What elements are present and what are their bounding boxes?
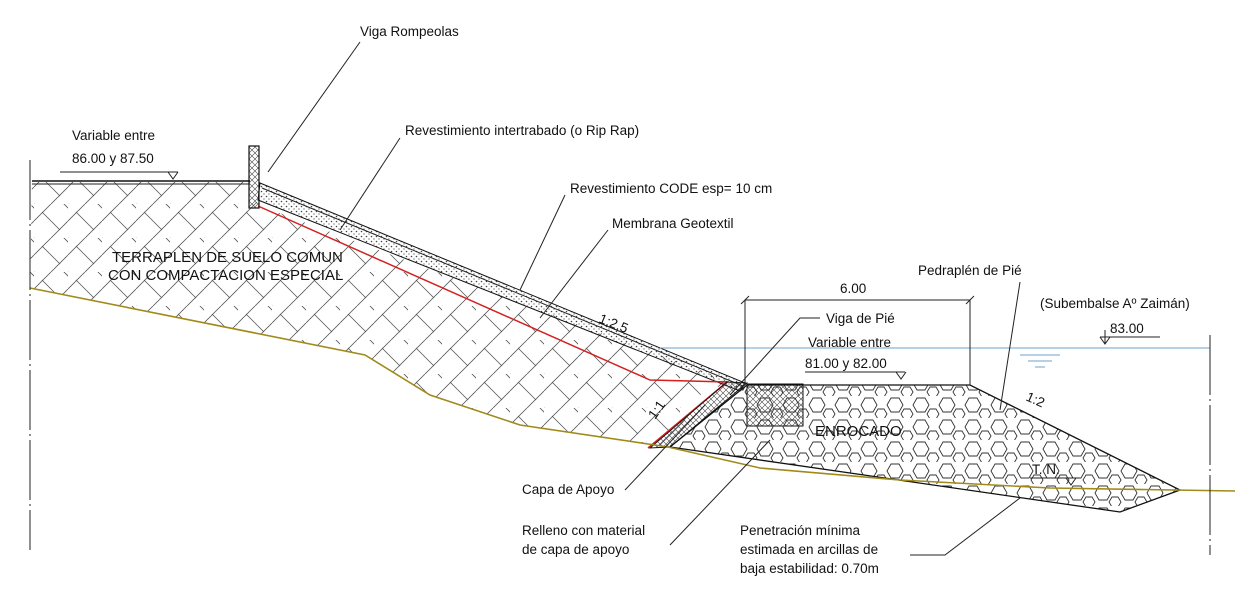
label-code: Revestimiento CODE esp= 10 cm — [570, 181, 772, 196]
label-variable-toe-1: Variable entre — [808, 335, 891, 350]
leader-viga-pie — [729, 317, 820, 396]
wave-wall — [248, 145, 260, 209]
label-membrana: Membrana Geotextil — [612, 216, 734, 231]
label-width: 6.00 — [840, 281, 866, 296]
rock-fill — [668, 384, 1182, 513]
label-penetracion-2: estimada en arcillas de — [740, 542, 878, 557]
label-variable-toe-2: 81.00 y 82.00 — [805, 356, 887, 371]
embankment-body — [30, 182, 740, 447]
label-relleno-1: Relleno con material — [522, 523, 645, 538]
label-terraplen-2: CON COMPACTACION ESPECIAL — [108, 267, 343, 284]
label-revestimiento: Revestimiento intertrabado (o Rip Rap) — [405, 123, 639, 138]
label-viga-pie: Viga de Pié — [826, 311, 895, 326]
label-penetracion-1: Penetración mínima — [740, 523, 861, 538]
label-viga-rompeolas: Viga Rompeolas — [360, 24, 459, 39]
label-penetracion-3: baja estabilidad: 0.70m — [740, 561, 879, 576]
leader-penetracion — [910, 497, 1021, 556]
leader-revestimiento — [339, 137, 401, 231]
label-capa: Capa de Apoyo — [522, 482, 614, 497]
leader-capa — [624, 404, 706, 491]
natural-ground-line — [29, 287, 1236, 492]
label-subembalse: (Subembalse Aº Zaimán) — [1040, 296, 1190, 311]
leader-code — [519, 194, 566, 291]
label-slope-toe: 1:2 — [1024, 389, 1047, 410]
leader-pedraplen — [999, 281, 1021, 411]
leader-viga-rompeolas — [267, 41, 361, 173]
label-relleno-2: de capa de apoyo — [522, 542, 629, 557]
leader-relleno — [669, 439, 771, 546]
label-pedraplen: Pedraplén de Pié — [918, 263, 1022, 278]
label-enrocado: ENROCADO — [815, 423, 902, 440]
leader-membrana — [539, 229, 609, 319]
label-variable-top-1: Variable entre — [72, 128, 155, 143]
geotextile-membrane — [257, 205, 730, 449]
label-tn: T. N. — [1032, 462, 1060, 477]
label-variable-top-2: 86.00 y 87.50 — [72, 151, 154, 166]
label-water-level: 83.00 — [1110, 321, 1144, 336]
label-terraplen-1: TERRAPLEN DE SUELO COMUN — [112, 249, 343, 266]
